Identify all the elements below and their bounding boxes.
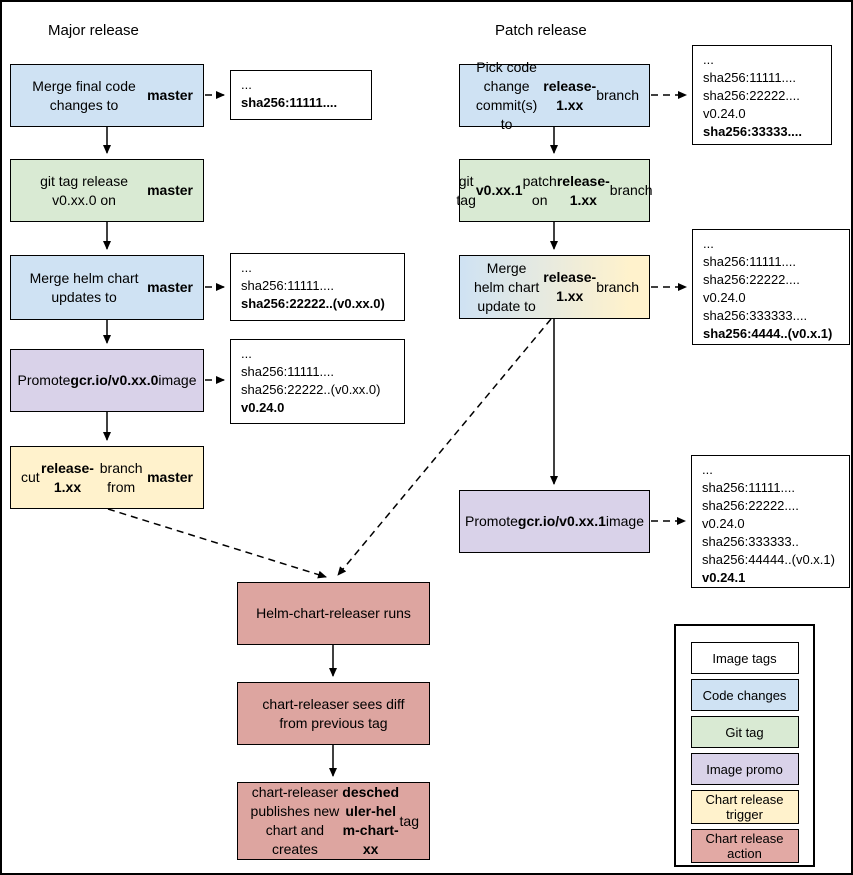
legend: Image tags Code changes Git tag Image pr… xyxy=(674,624,815,867)
major-release-title: Major release xyxy=(48,22,139,39)
node-cut-release-branch: cut release-1.xx branch from master xyxy=(10,446,204,509)
legend-item-image-promo: Image promo xyxy=(690,753,799,785)
node-pick-commits: Pick code change commit(s) to release-1.… xyxy=(459,59,650,132)
tagbox-patch-after-chart-merge: ...sha256:11111....sha256:22222....v0.24… xyxy=(692,229,850,345)
tagbox-major-after-code-merge: ...sha256:11111.... xyxy=(230,70,372,120)
node-git-tag-release: git tag release v0.xx.0 on master xyxy=(10,159,204,222)
legend-item-image-tags: Image tags xyxy=(690,642,799,674)
tagbox-major-after-promote: ...sha256:11111....sha256:22222..(v0.xx.… xyxy=(230,339,405,424)
node-merge-helm-chart-updates: Merge helm chart updates to master xyxy=(10,255,204,320)
node-merge-final-code: Merge final code changes to master xyxy=(10,64,204,127)
node-promote-major-image: Promote gcr.io/v0.xx.0 image xyxy=(10,349,204,412)
node-promote-patch-image: Promote gcr.io/v0.xx.1 image xyxy=(459,490,650,553)
legend-item-git-tag: Git tag xyxy=(690,716,799,748)
tagbox-patch-after-pick: ...sha256:11111....sha256:22222....v0.24… xyxy=(692,45,832,145)
legend-item-chart-release-trigger: Chart release trigger xyxy=(690,790,799,824)
patch-release-title: Patch release xyxy=(495,22,587,39)
node-git-tag-patch: git tag v0.xx.1 patch on release-1.xx br… xyxy=(456,159,653,222)
tagbox-patch-after-promote: ...sha256:11111....sha256:22222....v0.24… xyxy=(691,455,850,588)
node-chart-releaser-sees-diff: chart-releaser sees diff from previous t… xyxy=(237,682,430,745)
tagbox-major-after-chart-merge: ...sha256:11111....sha256:22222..(v0.xx.… xyxy=(230,253,405,321)
legend-item-code-changes: Code changes xyxy=(690,679,799,711)
node-helm-chart-releaser-runs: Helm-chart-releaser runs xyxy=(237,582,430,645)
legend-item-chart-release-action: Chart release action xyxy=(690,829,799,863)
node-chart-releaser-publishes: chart-releaser publishes new chart and c… xyxy=(237,782,430,860)
node-merge-helm-chart-update: Merge helm chart update to release-1.xx … xyxy=(459,255,650,319)
